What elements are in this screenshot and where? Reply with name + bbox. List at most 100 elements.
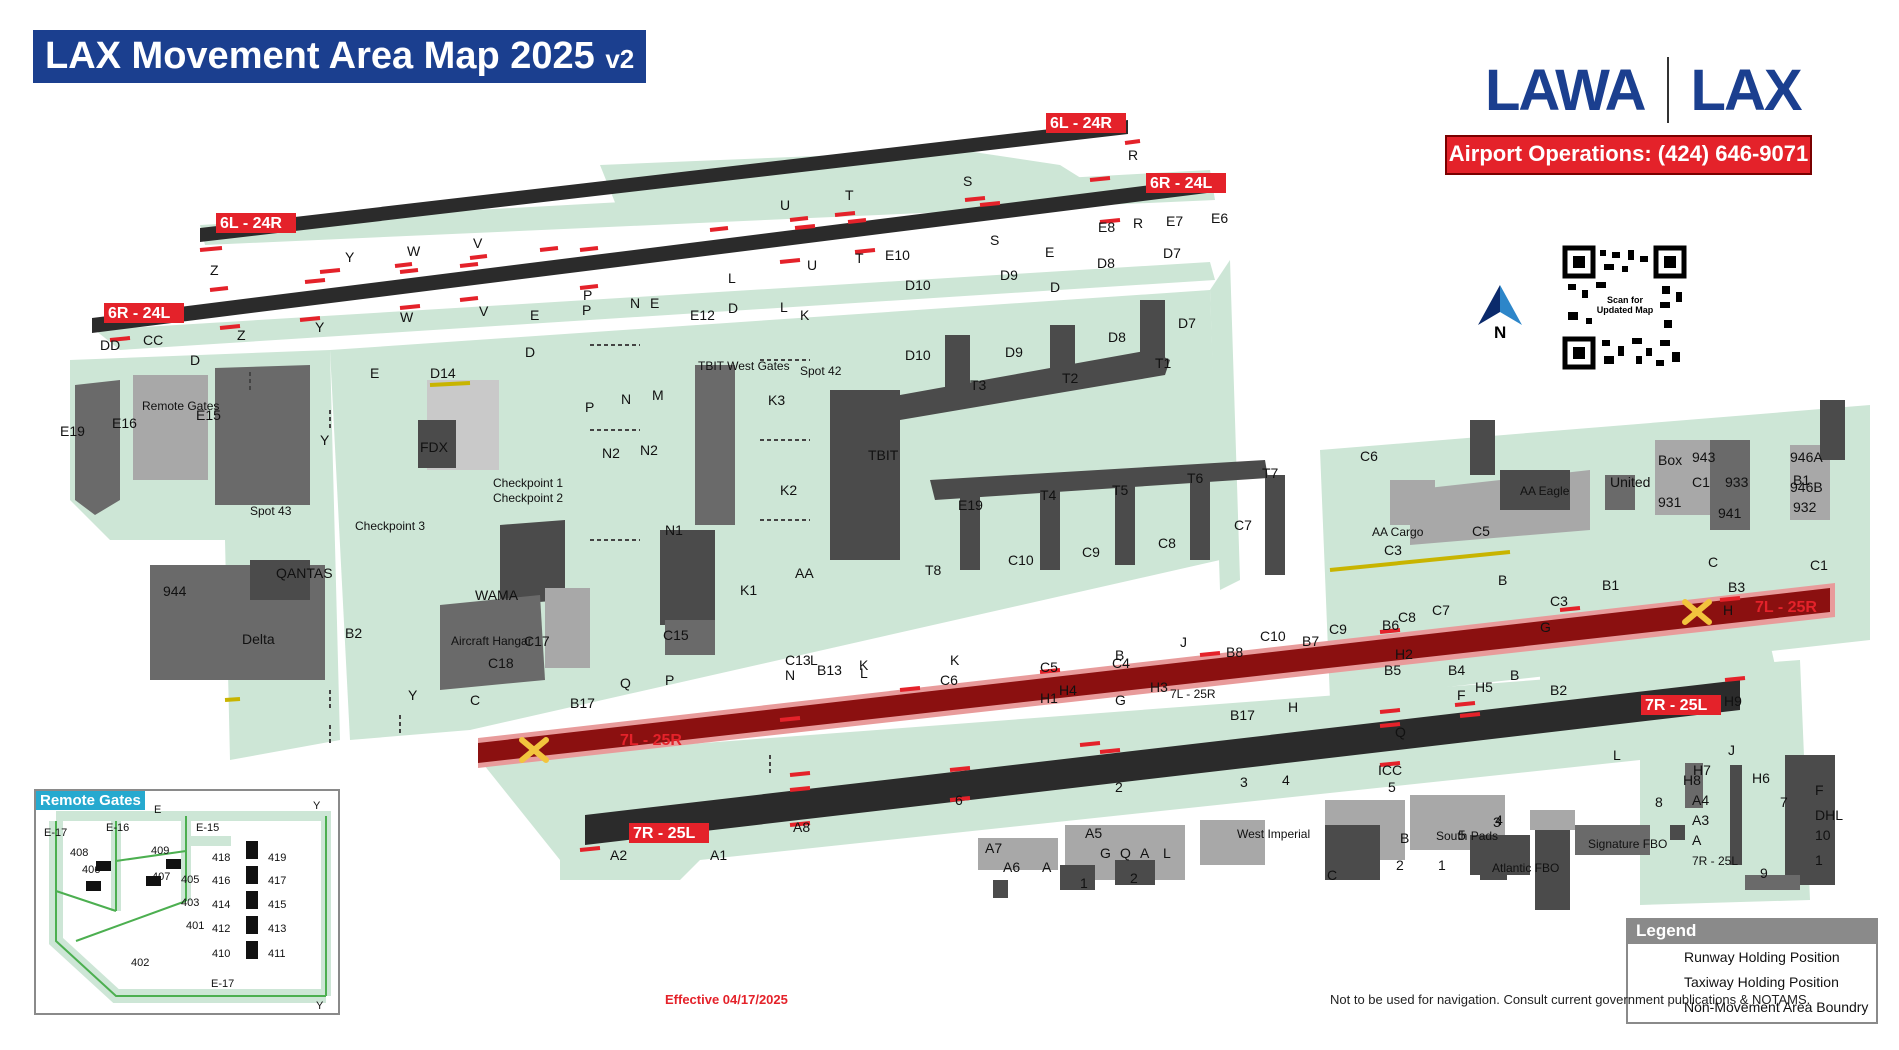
legend: Legend Runway Holding Position Taxiway H… <box>1626 918 1878 1024</box>
map-label: D7 <box>1163 245 1181 261</box>
map-label: C5 <box>1472 523 1490 539</box>
map-label: M <box>652 387 664 403</box>
legend-item-runway-hold: Runway Holding Position <box>1684 948 1840 965</box>
runway-label-7r-25l: 7R - 25L <box>633 825 695 842</box>
map-label: 2 <box>1396 857 1404 873</box>
remote-gate-label: 409 <box>151 845 169 857</box>
map-label: Y <box>315 319 325 335</box>
runway-6r-24l <box>92 177 1215 333</box>
inset-taxiway-label: E-17 <box>44 827 67 839</box>
map-label: Checkpoint 2 <box>493 491 563 505</box>
map-label: K3 <box>768 392 785 408</box>
title-text: LAX Movement Area Map 2025 <box>45 35 595 77</box>
map-label: T6 <box>1187 470 1204 486</box>
map-label: R <box>1133 215 1143 231</box>
map-label: B1 <box>1793 472 1810 488</box>
map-label: A5 <box>1085 825 1102 841</box>
remote-gate-label: 411 <box>268 948 286 960</box>
map-label: S <box>963 173 972 189</box>
map-label: T4 <box>1040 487 1057 503</box>
map-label: B2 <box>1550 682 1567 698</box>
map-label: N2 <box>640 442 658 458</box>
map-label: 946B <box>1790 479 1823 495</box>
map-label: E8 <box>1098 219 1115 235</box>
map-label: C <box>470 692 480 708</box>
remote-gate-label: 419 <box>268 852 286 864</box>
runway-label-bg <box>629 823 709 843</box>
map-label: D10 <box>905 347 931 363</box>
title-version: v2 <box>605 44 635 74</box>
map-label: C6 <box>1360 448 1378 464</box>
map-label: A <box>1042 859 1052 875</box>
map-label: E <box>1045 244 1054 260</box>
map-label: A3 <box>1692 812 1709 828</box>
map-label: C4 <box>1112 655 1130 671</box>
map-label: H <box>1723 602 1733 618</box>
map-label: N1 <box>665 522 683 538</box>
map-label: Q <box>1120 845 1131 861</box>
map-label: C1 <box>1810 557 1828 573</box>
map-label: C17 <box>524 633 550 649</box>
map-label: South Pads <box>1436 829 1498 843</box>
map-label: 943 <box>1692 449 1716 465</box>
map-label: N <box>785 667 795 683</box>
map-label: 3 <box>1240 774 1248 790</box>
map-label: D14 <box>430 365 456 381</box>
map-label: N <box>630 295 640 311</box>
runway-label-bg <box>104 303 184 323</box>
map-label: C3 <box>1384 542 1402 558</box>
map-label: B3 <box>1728 579 1745 595</box>
map-label: Delta <box>242 631 275 647</box>
map-label: TBIT <box>868 447 899 463</box>
map-label: 9 <box>1760 865 1768 881</box>
map-label: P <box>665 672 674 688</box>
map-label: 10 <box>1815 827 1831 843</box>
map-label: Atlantic FBO <box>1492 861 1559 875</box>
north-label: N <box>1494 323 1507 342</box>
map-label: 946A <box>1790 449 1823 465</box>
map-label: T <box>845 187 854 203</box>
remote-gate-label: 403 <box>181 897 199 909</box>
map-label: T7 <box>1262 465 1279 481</box>
map-label: E10 <box>885 247 910 263</box>
map-label: 6 <box>955 792 963 808</box>
map-label: R <box>1128 147 1138 163</box>
map-label: 2 <box>1115 779 1123 795</box>
map-label: E <box>650 295 659 311</box>
map-label: H6 <box>1752 770 1770 786</box>
map-label: K2 <box>780 482 797 498</box>
map-label: Spot 42 <box>800 364 842 378</box>
runway-label-7r-25l: 7R - 25L <box>1645 697 1707 714</box>
map-label: E6 <box>1211 210 1228 226</box>
runway-label-7l-25r: 7L - 25R <box>1755 599 1817 616</box>
map-label: AA Eagle <box>1520 484 1570 498</box>
map-label: C <box>1327 867 1337 883</box>
map-label: D <box>728 300 738 316</box>
map-label: Q <box>620 675 631 691</box>
map-label: B1 <box>1602 577 1619 593</box>
map-label: A8 <box>793 819 810 835</box>
map-label: FDX <box>420 439 449 455</box>
remote-gate-label: 413 <box>268 923 286 935</box>
map-label: C8 <box>1398 609 1416 625</box>
remote-gate-label: 410 <box>212 948 230 960</box>
map-label: 4 <box>1282 772 1290 788</box>
map-label: L <box>1163 845 1171 861</box>
map-label: C7 <box>1432 602 1450 618</box>
map-label: B17 <box>1230 707 1255 723</box>
remote-gate-label: 417 <box>268 875 286 887</box>
map-label: T8 <box>925 562 942 578</box>
map-label: 5 <box>1458 827 1466 843</box>
map-label: G <box>1115 692 1126 708</box>
map-label: C9 <box>1329 621 1347 637</box>
map-label: C7 <box>1234 517 1252 533</box>
page-title: LAX Movement Area Map 2025 v2 <box>33 30 647 83</box>
map-label: A <box>1692 832 1702 848</box>
map-label: D8 <box>1097 255 1115 271</box>
map-label: E15 <box>196 407 221 423</box>
map-label: U <box>807 257 817 273</box>
runway-label-bg <box>1146 173 1226 193</box>
runway-label-bg <box>1641 695 1721 715</box>
map-label: C15 <box>663 627 689 643</box>
